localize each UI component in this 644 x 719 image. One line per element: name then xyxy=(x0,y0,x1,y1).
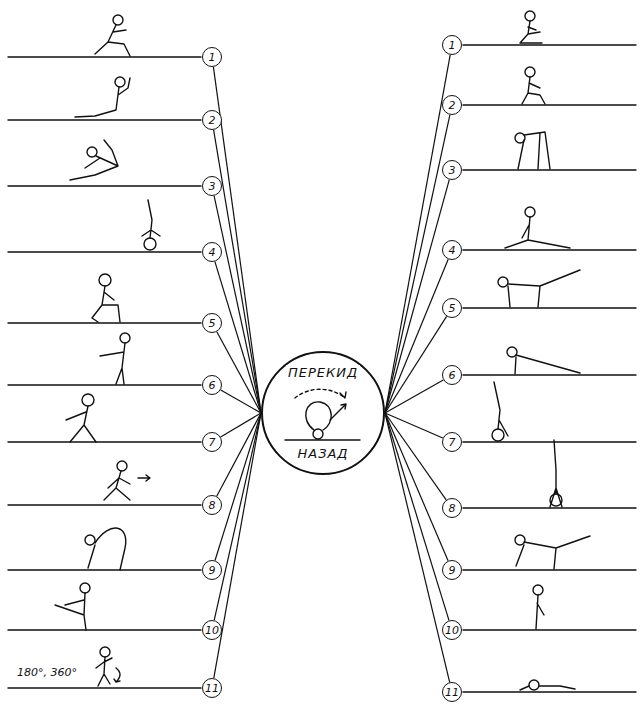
step-number: 7 xyxy=(202,432,222,452)
connector-line xyxy=(385,316,447,413)
connector-line xyxy=(385,115,450,413)
connector-line xyxy=(217,332,261,413)
step-number: 6 xyxy=(202,375,222,395)
callout-number: 5 xyxy=(449,303,456,314)
step-number: 8 xyxy=(442,498,462,518)
stick-figure xyxy=(507,347,580,374)
step-number: 4 xyxy=(442,240,462,260)
connector-line xyxy=(385,55,450,413)
connector-line xyxy=(385,413,448,561)
stick-figure xyxy=(550,440,562,507)
callout-number: 8 xyxy=(209,500,216,511)
ground-line xyxy=(8,57,201,688)
connector-line xyxy=(221,390,261,413)
callout-number: 3 xyxy=(449,165,456,176)
step-number: 1 xyxy=(442,35,462,55)
stick-figure xyxy=(498,270,580,307)
stick-figure xyxy=(533,585,544,629)
step-number: 10 xyxy=(442,620,462,640)
callout-number: 1 xyxy=(449,40,456,51)
callout-number: 11 xyxy=(445,687,459,698)
center-circle: ПЕРЕКИД НАЗАД xyxy=(261,351,385,475)
callout-number: 6 xyxy=(209,380,216,391)
callout-number: 10 xyxy=(445,625,459,636)
connector-line xyxy=(385,180,449,413)
step-number: 5 xyxy=(442,298,462,318)
connector-line xyxy=(385,259,448,413)
angle-note: 180°, 360° xyxy=(16,666,78,679)
step-number: 6 xyxy=(442,365,462,385)
stick-figure xyxy=(92,274,120,322)
step-number: 3 xyxy=(442,160,462,180)
step-number: 9 xyxy=(202,560,222,580)
callout-number: 10 xyxy=(205,625,219,636)
stick-figure xyxy=(520,11,542,43)
connector-line xyxy=(385,380,443,413)
callout-number: 9 xyxy=(449,565,456,576)
stick-figure xyxy=(515,535,590,569)
callout-number: 8 xyxy=(449,503,456,514)
roll-figure xyxy=(285,389,360,440)
callout-number: 2 xyxy=(209,115,216,126)
step-number: 2 xyxy=(442,95,462,115)
step-number: 2 xyxy=(202,110,222,130)
callout-number: 2 xyxy=(449,100,456,111)
step-number: 8 xyxy=(202,495,222,515)
step-number: 9 xyxy=(442,560,462,580)
connector-line xyxy=(214,130,261,413)
callout-number: 1 xyxy=(209,52,216,63)
callout-number: 9 xyxy=(209,565,216,576)
circle-title: ПЕРЕКИД xyxy=(286,365,360,381)
connector-line xyxy=(385,413,446,500)
stick-figure xyxy=(96,647,120,686)
step-number: 4 xyxy=(202,242,222,262)
connector-line xyxy=(385,413,450,682)
stick-figure xyxy=(522,67,545,104)
stick-figure xyxy=(520,680,575,690)
step-number: 5 xyxy=(202,313,222,333)
connector-line xyxy=(385,413,449,620)
step-number: 11 xyxy=(442,682,462,702)
callout-number: 5 xyxy=(209,318,216,329)
step-number: 1 xyxy=(202,47,222,67)
callout-number: 7 xyxy=(449,437,456,448)
stick-figure xyxy=(100,333,130,384)
callout-number: 4 xyxy=(209,247,216,258)
stick-figure xyxy=(515,132,550,169)
stick-figure xyxy=(70,140,118,180)
stick-figure xyxy=(85,528,126,570)
connector-line xyxy=(215,413,261,561)
callout-number: 3 xyxy=(209,181,216,192)
callout-number: 11 xyxy=(205,683,219,694)
step-number: 7 xyxy=(442,432,462,452)
step-number: 3 xyxy=(202,176,222,196)
callout-number: 6 xyxy=(449,370,456,381)
connector-line xyxy=(215,262,261,413)
stick-figure xyxy=(142,200,160,250)
stick-figure xyxy=(55,583,90,630)
step-number: 11 xyxy=(202,678,222,698)
stick-figure xyxy=(104,461,150,500)
ground-line xyxy=(463,45,636,692)
callout-number: 4 xyxy=(449,245,456,256)
callout-number: 7 xyxy=(209,437,216,448)
stick-figure xyxy=(505,207,570,248)
connector-line xyxy=(214,413,261,678)
stick-figure xyxy=(75,77,130,117)
step-number: 10 xyxy=(202,620,222,640)
stick-figure xyxy=(492,382,508,441)
stick-figure xyxy=(66,394,96,442)
circle-title: НАЗАД xyxy=(295,446,350,462)
stick-figure xyxy=(95,15,130,56)
